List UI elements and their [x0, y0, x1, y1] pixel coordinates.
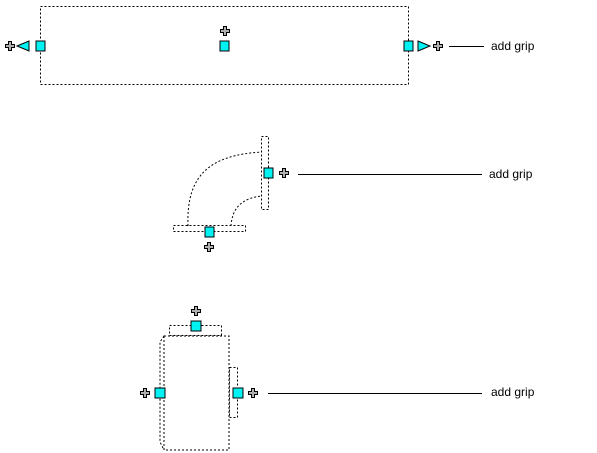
grip-square-icon[interactable]	[232, 387, 244, 399]
add-grip-callout-label: add grip	[489, 167, 533, 181]
grip-square-icon[interactable]	[154, 387, 166, 399]
tee-body-outline	[163, 335, 230, 451]
grip-square-icon[interactable]	[204, 226, 215, 238]
add-grip-plus-icon[interactable]	[248, 388, 258, 398]
elbow-body-outline	[230, 195, 263, 227]
elbow-body-outline	[187, 151, 263, 227]
add-grip-plus-icon[interactable]	[279, 168, 289, 178]
straight-segment-example	[5, 6, 484, 85]
elbow-fitting-example	[173, 136, 482, 252]
grip-square-icon[interactable]	[263, 167, 274, 179]
add-grip-plus-icon[interactable]	[433, 41, 443, 51]
add-grip-plus-icon[interactable]	[140, 388, 150, 398]
lengthen-arrow-icon[interactable]	[417, 40, 432, 52]
add-grip-plus-icon[interactable]	[220, 26, 230, 36]
add-grip-callout-label: add grip	[491, 385, 535, 399]
grip-square-icon[interactable]	[219, 40, 230, 52]
lengthen-arrow-icon[interactable]	[15, 40, 30, 52]
grip-square-icon[interactable]	[35, 40, 46, 52]
tee-fitting-example	[140, 306, 482, 451]
grip-square-icon[interactable]	[190, 320, 202, 332]
grip-square-icon[interactable]	[403, 40, 414, 52]
add-grip-plus-icon[interactable]	[191, 306, 201, 316]
add-grip-callout-label: add grip	[491, 39, 535, 53]
add-grip-plus-icon[interactable]	[204, 242, 214, 252]
add-grip-plus-icon[interactable]	[5, 41, 15, 51]
